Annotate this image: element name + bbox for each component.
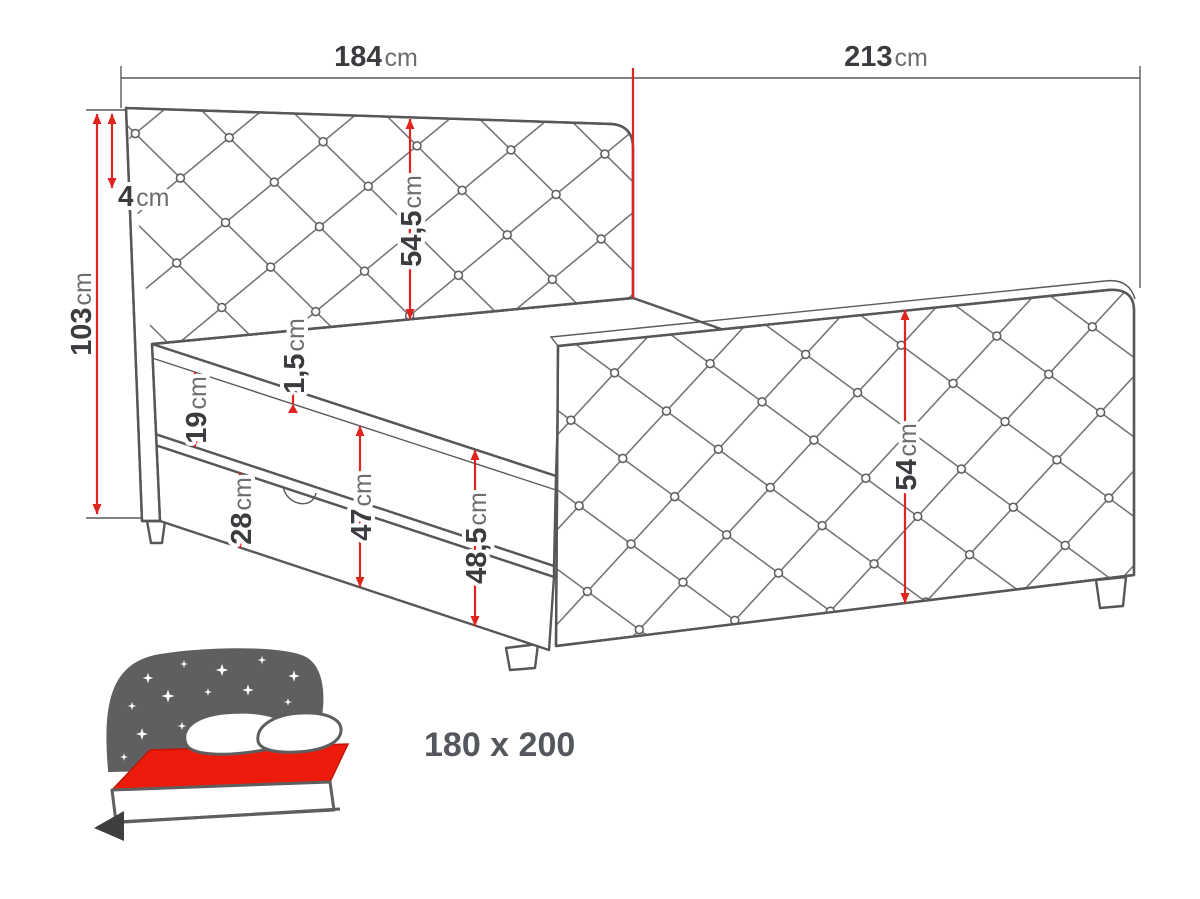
headboard-panel xyxy=(124,106,635,523)
bed-feet xyxy=(145,519,1128,672)
pull-direction-arrow-icon xyxy=(94,811,124,841)
footboard-panel xyxy=(549,279,1136,648)
bed-drawing xyxy=(124,106,1136,672)
dim-label-top-gap: 4cm xyxy=(118,181,169,213)
headboard-quilting xyxy=(126,108,633,344)
icon-pillows xyxy=(183,710,343,756)
dim-label-bed-length: 213cm xyxy=(844,41,928,73)
dim-label-total-height: 103cm xyxy=(66,272,98,356)
dim-label-footboard-height: 54cm xyxy=(891,423,923,491)
dim-label-base-height: 28cm xyxy=(226,477,258,545)
topper-seam-line xyxy=(151,357,557,491)
dim-label-side-total: 48,5cm xyxy=(461,492,493,584)
dim-line-topper-seam xyxy=(288,381,298,413)
dimension-labels: 184cm 213cm 4cm 103cm 54,5cm 19cm 1,5cm … xyxy=(62,37,932,588)
dim-label-headboard-above: 54,5cm xyxy=(396,175,428,267)
icon-ground-line xyxy=(123,807,341,824)
storage-bed-icon xyxy=(94,648,350,841)
size-badge: 180 x 200 xyxy=(424,726,575,764)
dim-label-head-width: 184cm xyxy=(334,41,418,73)
dim-label-topper-seam: 1,5cm xyxy=(279,318,311,394)
base-handle xyxy=(282,485,317,505)
footboard-top-edge xyxy=(549,279,1136,347)
extension-lines xyxy=(86,66,1141,519)
dim-label-mattress-plus-base: 47cm xyxy=(346,473,378,541)
dimension-lines xyxy=(92,68,910,627)
footboard-quilting xyxy=(556,289,1134,646)
dim-label-mattress-height: 19cm xyxy=(181,376,213,444)
